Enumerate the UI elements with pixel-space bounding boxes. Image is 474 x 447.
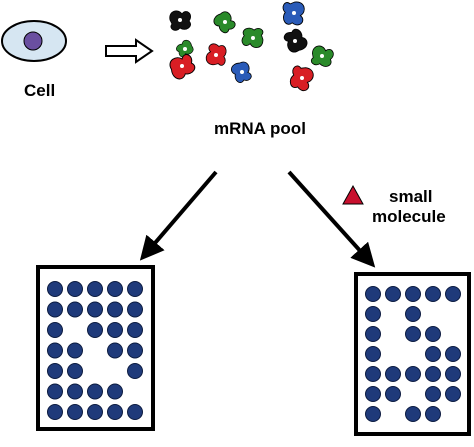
mrna-highlight <box>178 18 182 22</box>
well-dot <box>425 326 441 342</box>
well-dot <box>67 363 83 379</box>
well-dot <box>365 326 381 342</box>
well-dot <box>385 366 401 382</box>
well-dot <box>405 366 421 382</box>
well-dot <box>385 286 401 302</box>
well-dot <box>405 406 421 422</box>
well-dot <box>127 363 143 379</box>
well-dot <box>47 342 63 359</box>
small-molecule-label-line1: small <box>389 187 432 206</box>
well-dot <box>107 301 123 318</box>
well-dot <box>107 322 123 338</box>
well-dot <box>47 301 63 318</box>
well-dot <box>47 281 63 297</box>
left-plate-wells <box>47 281 143 420</box>
well-dot <box>425 286 441 302</box>
mrna-highlight <box>214 53 218 57</box>
well-dot <box>405 286 421 302</box>
mrna-pool-label: mRNA pool <box>214 119 306 138</box>
well-dot <box>365 366 381 382</box>
well-dot <box>365 386 381 402</box>
well-dot <box>405 306 421 322</box>
well-dot <box>47 363 63 379</box>
well-dot <box>127 301 143 318</box>
well-dot <box>445 286 461 302</box>
mrna-highlight <box>183 47 187 51</box>
well-dot <box>47 383 63 400</box>
mrna-highlight <box>240 70 244 74</box>
mrna-highlight <box>293 39 297 43</box>
well-dot <box>365 306 381 322</box>
well-dot <box>47 322 63 338</box>
well-dot <box>67 301 83 318</box>
well-dot <box>445 346 461 362</box>
well-dot <box>445 386 461 402</box>
well-dot <box>87 281 103 297</box>
well-dot <box>127 322 143 338</box>
well-dot <box>87 301 103 318</box>
right-plate-wells <box>365 286 461 422</box>
well-dot <box>107 342 123 359</box>
well-dot <box>67 342 83 359</box>
well-dot <box>405 326 421 342</box>
well-dot <box>127 281 143 297</box>
mrna-pool <box>169 1 334 92</box>
well-dot <box>385 386 401 402</box>
well-dot <box>107 383 123 400</box>
well-dot <box>425 386 441 402</box>
well-dot <box>425 346 441 362</box>
cell-icon <box>1 20 67 62</box>
mrna-highlight <box>292 11 296 15</box>
well-dot <box>425 406 441 422</box>
well-dot <box>365 286 381 302</box>
red-triangle-icon <box>342 184 364 205</box>
mrna-highlight <box>300 76 304 80</box>
well-dot <box>47 404 63 420</box>
arrow-to-right-plate <box>287 170 376 268</box>
well-dot <box>107 281 123 297</box>
well-dot <box>67 383 83 400</box>
well-dot <box>445 366 461 382</box>
well-dot <box>67 281 83 297</box>
cell-label: Cell <box>24 81 55 100</box>
well-dot <box>87 383 103 400</box>
well-dot <box>365 346 381 362</box>
well-dot <box>87 404 103 420</box>
well-dot <box>87 322 103 338</box>
mrna-highlight <box>180 64 184 68</box>
well-dot <box>67 404 83 420</box>
well-dot <box>127 342 143 359</box>
arrow-to-left-plate <box>139 170 218 261</box>
well-dot <box>127 404 143 420</box>
hollow-right-arrow-icon <box>105 38 154 64</box>
small-molecule-label-line2: molecule <box>372 207 446 226</box>
mrna-highlight <box>223 20 227 24</box>
well-dot <box>107 404 123 420</box>
mrna-highlight <box>320 54 324 58</box>
mrna-highlight <box>251 36 255 40</box>
well-dot <box>365 406 381 422</box>
well-dot <box>425 366 441 382</box>
